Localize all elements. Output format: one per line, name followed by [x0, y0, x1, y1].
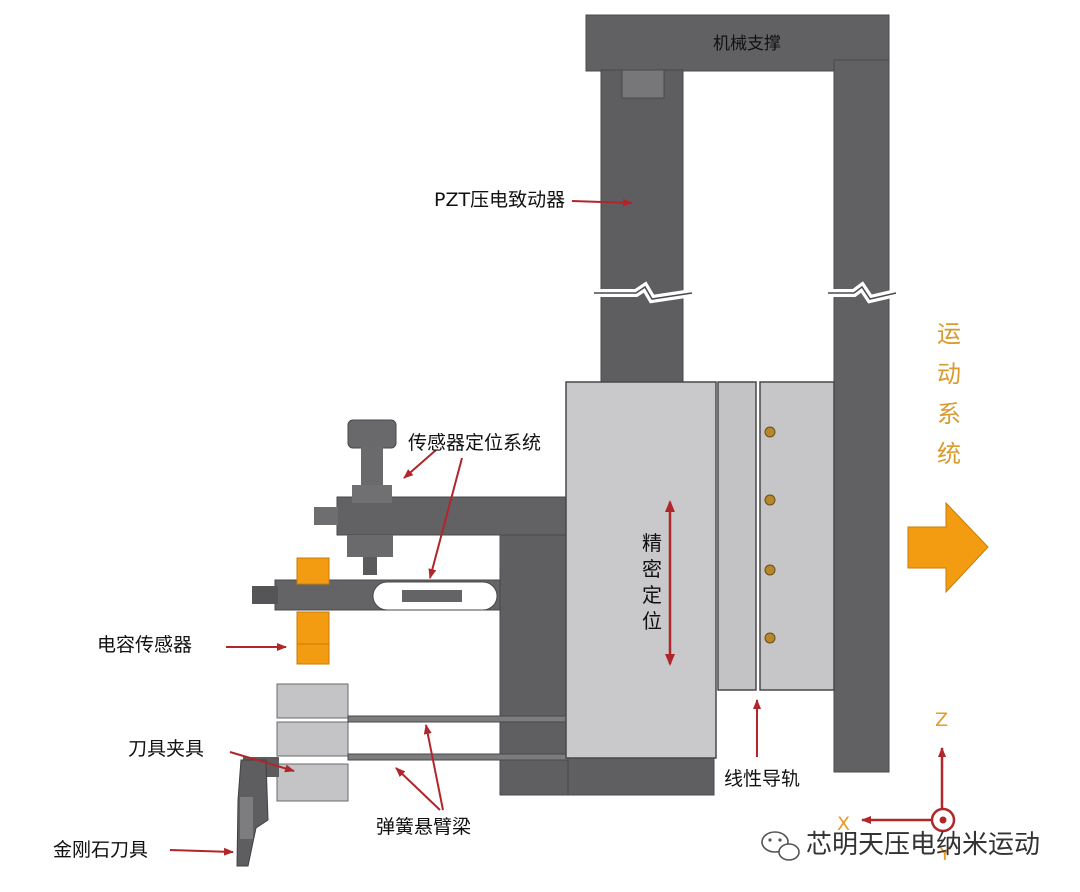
pzt-actuator	[600, 69, 684, 383]
capacitive-sensor	[296, 557, 330, 665]
axis-y-label: Y	[939, 843, 951, 865]
mechanical-support	[585, 14, 890, 773]
label-mechanical-support: 机械支撑	[713, 34, 781, 54]
break-marks	[594, 281, 897, 304]
sensor-arm	[252, 419, 570, 611]
callout-arrows	[169, 198, 761, 856]
motion-arrow	[907, 501, 989, 594]
label-sensor-positioning: 传感器定位系统	[408, 432, 542, 454]
label-tool-holder: 刀具夹具	[128, 738, 205, 760]
linear-guide	[717, 381, 835, 691]
axis-x-label: X	[837, 813, 851, 835]
wechat-icon	[761, 831, 800, 861]
label-motion-system: 运 动 系 统	[937, 320, 961, 468]
coordinate-axes	[861, 747, 956, 833]
label-diamond-tool: 金刚石刀具	[53, 839, 149, 861]
label-pzt-actuator: PZT压电致动器	[434, 189, 566, 211]
precision-stage	[565, 381, 717, 759]
diamond-tool	[236, 759, 269, 867]
label-cantilever-spring: 弹簧悬臂梁	[376, 816, 472, 838]
label-linear-guide: 线性导轨	[724, 768, 801, 790]
label-precision-positioning: 精 密 定 位	[642, 531, 662, 633]
watermark: 芯明天压电纳米运动	[806, 830, 1041, 860]
label-capacitive-sensor: 电容传感器	[97, 634, 193, 656]
axis-z-label: Z	[935, 709, 949, 731]
